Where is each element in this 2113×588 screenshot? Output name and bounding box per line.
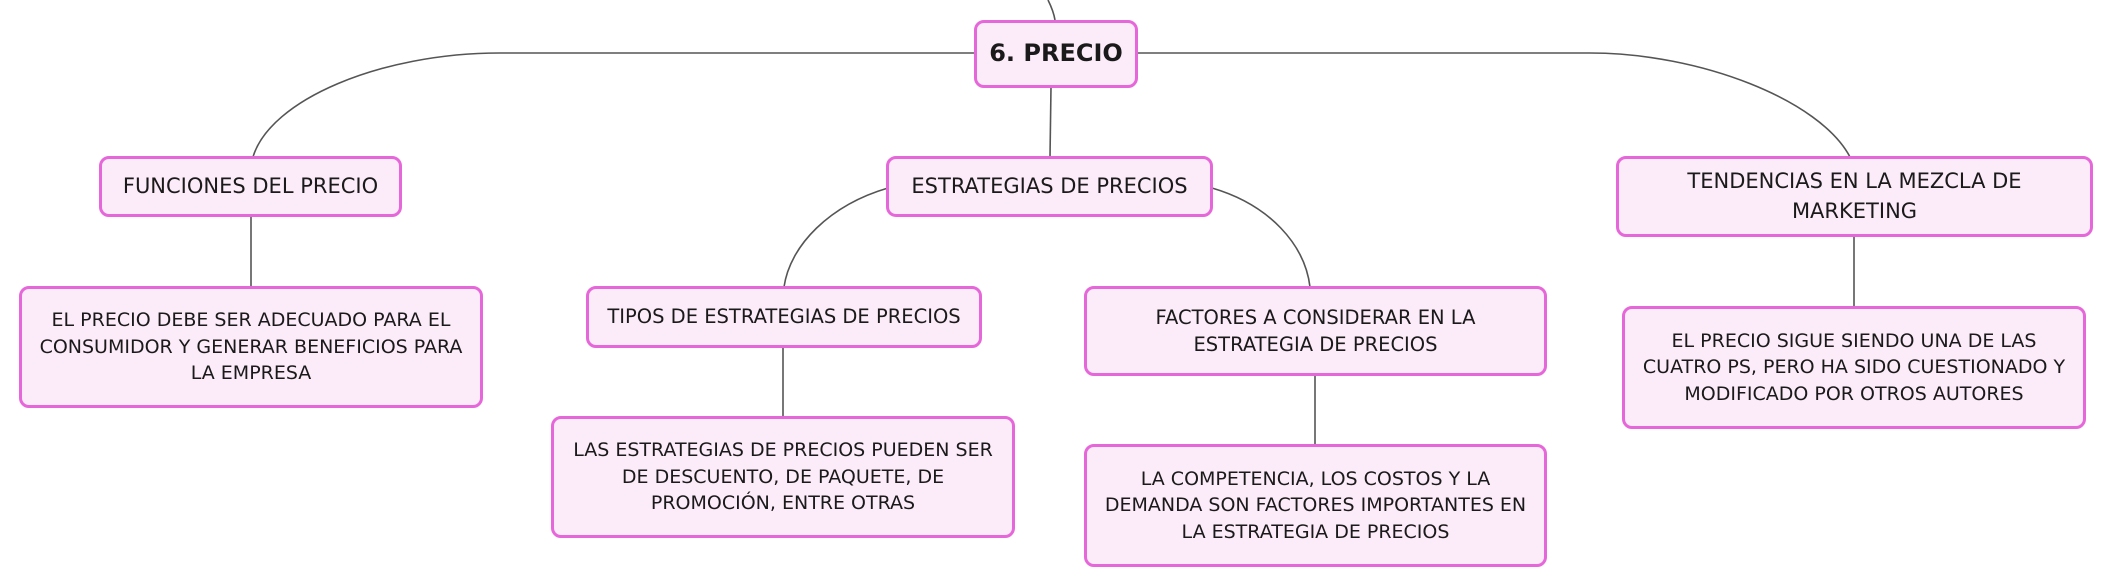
node-label: LAS ESTRATEGIAS DE PRECIOS PUEDEN SER DE…: [573, 439, 993, 515]
node-label: FACTORES A CONSIDERAR EN LA ESTRATEGIA D…: [1155, 305, 1476, 356]
node-root-precio[interactable]: 6. PRECIO: [974, 20, 1138, 88]
node-label: EL PRECIO SIGUE SIENDO UNA DE LAS CUATRO…: [1642, 329, 2066, 405]
node-tendencias-mezcla-marketing[interactable]: TENDENCIAS EN LA MEZCLA DE MARKETING: [1616, 156, 2093, 237]
node-factores-a-considerar[interactable]: FACTORES A CONSIDERAR EN LA ESTRATEGIA D…: [1084, 286, 1547, 376]
connector-estrategias-factores: [1211, 187, 1311, 288]
node-label: LA COMPETENCIA, LOS COSTOS Y LA DEMANDA …: [1104, 467, 1527, 543]
node-funciones-del-precio[interactable]: FUNCIONES DEL PRECIO: [99, 156, 402, 217]
node-label: ESTRATEGIAS DE PRECIOS: [911, 173, 1188, 198]
node-label: TIPOS DE ESTRATEGIAS DE PRECIOS: [607, 305, 961, 329]
node-label: TENDENCIAS EN LA MEZCLA DE MARKETING: [1687, 169, 2022, 223]
node-tipos-de-estrategias[interactable]: TIPOS DE ESTRATEGIAS DE PRECIOS: [586, 286, 982, 348]
node-factores-descripcion[interactable]: LA COMPETENCIA, LOS COSTOS Y LA DEMANDA …: [1084, 444, 1547, 567]
node-label: 6. PRECIO: [989, 39, 1123, 68]
node-label: EL PRECIO DEBE SER ADECUADO PARA EL CONS…: [39, 309, 463, 385]
connector-root-estrategias: [1049, 86, 1052, 158]
node-tendencias-descripcion[interactable]: EL PRECIO SIGUE SIENDO UNA DE LAS CUATRO…: [1622, 306, 2086, 429]
connector-parent-root: [1047, 0, 1056, 21]
node-estrategias-de-precios[interactable]: ESTRATEGIAS DE PRECIOS: [886, 156, 1213, 217]
connector-root-tendencias: [1137, 52, 1851, 158]
node-tipos-descripcion[interactable]: LAS ESTRATEGIAS DE PRECIOS PUEDEN SER DE…: [551, 416, 1015, 538]
node-label: FUNCIONES DEL PRECIO: [122, 173, 379, 198]
connector-root-funciones: [252, 52, 975, 158]
connector-estrategias-tipos: [783, 187, 889, 288]
node-funciones-descripcion[interactable]: EL PRECIO DEBE SER ADECUADO PARA EL CONS…: [19, 286, 483, 408]
